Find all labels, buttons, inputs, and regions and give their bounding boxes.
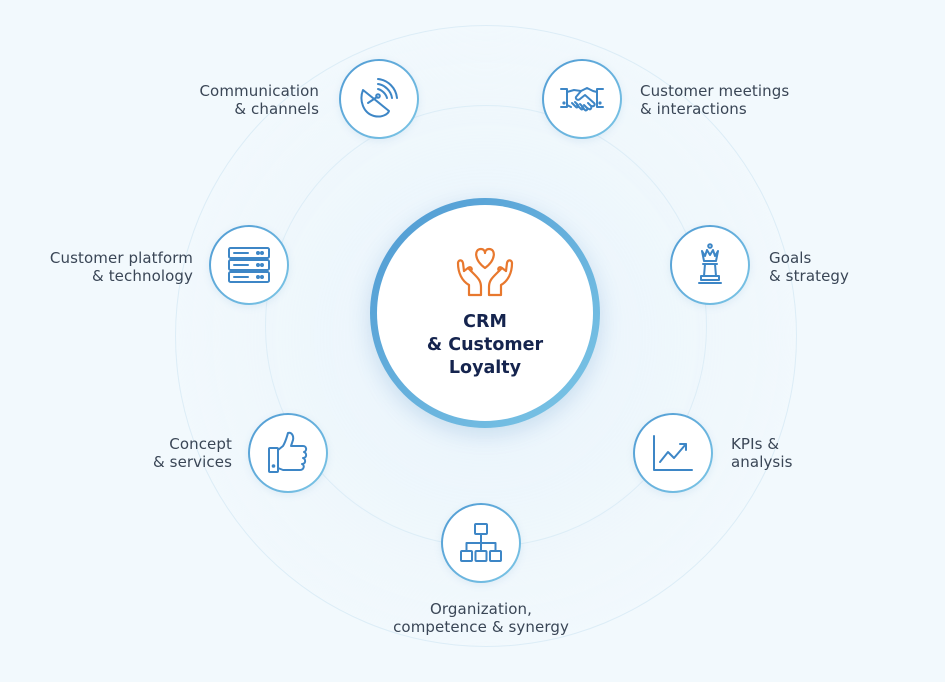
label-line: & interactions bbox=[640, 100, 747, 118]
label-line: Organization, bbox=[430, 600, 532, 618]
label-line: Communication bbox=[199, 82, 319, 100]
label-line: analysis bbox=[731, 453, 793, 471]
label-line: competence & synergy bbox=[393, 618, 569, 636]
label-kpis: KPIs & analysis bbox=[731, 435, 793, 471]
node-platform bbox=[209, 225, 289, 305]
center-title-line: & Customer bbox=[426, 335, 544, 355]
handshake-icon bbox=[560, 87, 604, 112]
label-communication: Communication & channels bbox=[199, 82, 319, 118]
chess-queen-icon bbox=[698, 243, 722, 284]
trend-chart-icon bbox=[653, 435, 693, 471]
label-line: Customer platform bbox=[49, 249, 193, 267]
node-meetings bbox=[542, 59, 622, 139]
thumbs-up-icon bbox=[268, 431, 308, 473]
node-kpis bbox=[633, 413, 713, 493]
center-title-line: CRM bbox=[463, 312, 507, 332]
label-line: & strategy bbox=[769, 267, 850, 285]
label-line: & channels bbox=[234, 100, 319, 118]
label-line: & technology bbox=[92, 267, 193, 285]
satellite-dish-icon bbox=[360, 78, 398, 118]
label-platform: Customer platform & technology bbox=[50, 249, 193, 285]
label-line: & services bbox=[152, 453, 232, 471]
org-chart-icon bbox=[460, 523, 502, 562]
label-goals: Goals & strategy bbox=[769, 249, 849, 285]
heart-hands-icon bbox=[456, 247, 514, 297]
server-icon bbox=[228, 247, 270, 283]
label-meetings: Customer meetings & interactions bbox=[640, 82, 789, 118]
label-line: Goals bbox=[769, 249, 812, 267]
center-hub: CRM & Customer Loyalty bbox=[370, 198, 600, 428]
label-line: KPIs & bbox=[731, 435, 780, 453]
node-goals bbox=[670, 225, 750, 305]
label-concept: Concept & services bbox=[153, 435, 232, 471]
center-title: CRM & Customer Loyalty bbox=[377, 311, 593, 380]
label-line: Concept bbox=[169, 435, 232, 453]
center-title-line: Loyalty bbox=[448, 358, 522, 378]
node-organization bbox=[441, 503, 521, 583]
node-concept bbox=[248, 413, 328, 493]
label-organization: Organization, competence & synergy bbox=[381, 600, 581, 636]
label-line: Customer meetings bbox=[640, 82, 790, 100]
node-communication bbox=[339, 59, 419, 139]
